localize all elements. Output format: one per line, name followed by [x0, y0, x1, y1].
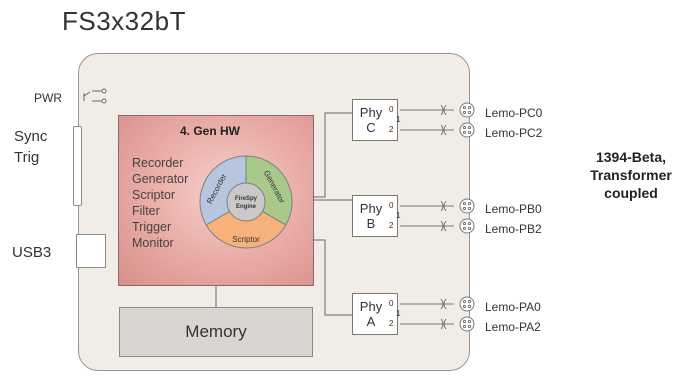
lemo-pin-pb2-2	[462, 226, 467, 231]
engine-center-label-2: Engine	[236, 204, 257, 210]
coupling-mark-right-pc2	[443, 124, 447, 136]
lemo-label-pc0: Lemo-PC0	[485, 106, 543, 120]
lemo-pin-pb0-2	[462, 206, 467, 211]
trig-label: Trig	[14, 149, 40, 166]
lemo-pin-pb0-1	[467, 201, 472, 206]
lemo-connector-icon-pa0	[459, 296, 475, 312]
lemo-label-pa0: Lemo-PA0	[485, 300, 541, 314]
lemo-pin-pc2-3	[467, 130, 472, 135]
lemo-pin-pc2-0	[462, 125, 467, 130]
lemo-pin-pb2-0	[462, 221, 467, 226]
lemo-connector-icon-pa2	[459, 316, 475, 332]
feature-trigger: Trigger	[132, 220, 172, 234]
engine-segment-scriptor	[205, 201, 287, 249]
lemo-pin-pc0-0	[462, 105, 467, 110]
lemo-pin-pa2-0	[462, 319, 467, 324]
coupling-mark-left-pb2	[440, 220, 444, 232]
feature-monitor: Monitor	[132, 236, 174, 250]
segment-label-scriptor: Scriptor	[232, 235, 260, 244]
engine-core	[226, 182, 266, 222]
phy-b-block	[352, 195, 398, 237]
lemo-pin-pa2-3	[467, 324, 472, 329]
lemo-connector-icon-pc2	[459, 122, 475, 138]
phy-c-letter: C	[366, 120, 376, 135]
phy-c-port-0: 0	[389, 105, 394, 114]
lemo-pin-pb2-3	[467, 226, 472, 231]
lemo-pin-pa0-3	[467, 304, 472, 309]
lemo-pin-pb2-1	[467, 221, 472, 226]
lemo-connector-icon-pb0	[459, 198, 475, 214]
coupling-mark-right-pb2	[443, 220, 447, 232]
memory-block: Memory	[119, 307, 313, 357]
lemo-pin-pc0-1	[467, 105, 472, 110]
phy-a-port-2: 2	[389, 319, 394, 328]
coupling-mark-left-pc2	[440, 124, 444, 136]
usb-connector	[76, 234, 106, 268]
lemo-pin-pa0-0	[462, 299, 467, 304]
lemo-pin-pc0-2	[462, 110, 467, 115]
phy-c-name: Phy	[359, 105, 383, 120]
sync-trig-connector	[73, 126, 82, 206]
lemo-label-pb2: Lemo-PB2	[485, 222, 542, 236]
lemo-pin-pb0-3	[467, 206, 472, 211]
lemo-pin-pa0-1	[467, 299, 472, 304]
coupling-line-3: coupled	[604, 185, 658, 201]
phy-c-port-1: 1	[396, 115, 401, 124]
lemo-connector-icon-pb2	[459, 218, 475, 234]
lemo-pin-pc0-3	[467, 110, 472, 115]
phy-a-port-1: 1	[396, 309, 401, 318]
hw-block-title: 4. Gen HW	[180, 124, 241, 138]
feature-recorder: Recorder	[132, 156, 184, 170]
phy-c-block	[352, 99, 398, 141]
phy-b-letter: B	[366, 216, 376, 231]
phy-a-port-0: 0	[389, 299, 394, 308]
diagram-title: FS3x32bT	[62, 6, 186, 36]
lemo-pin-pc2-2	[462, 130, 467, 135]
phy-b-name: Phy	[359, 201, 383, 216]
lemo-label-pc2: Lemo-PC2	[485, 126, 543, 140]
lemo-pin-pa2-2	[462, 324, 467, 329]
coupling-mark-left-pb0	[440, 200, 444, 212]
lemo-connectors-graphic	[400, 102, 475, 332]
phy-c-port-2: 2	[389, 125, 394, 134]
lemo-label-pb0: Lemo-PB0	[485, 202, 542, 216]
feature-generator: Generator	[132, 172, 189, 186]
lemo-pin-pc2-1	[467, 125, 472, 130]
lemo-label-pa2: Lemo-PA2	[485, 320, 541, 334]
phy-b-port-1: 1	[396, 211, 401, 220]
phy-a-letter: A	[366, 314, 376, 329]
lemo-connector-icon-pc0	[459, 102, 475, 118]
coupling-mark-left-pa0	[440, 298, 444, 310]
feature-filter: Filter	[132, 204, 160, 218]
lemo-pin-pb0-0	[462, 201, 467, 206]
power-label: PWR	[34, 91, 62, 105]
usb-label: USB3	[12, 244, 52, 261]
coupling-mark-right-pa0	[443, 298, 447, 310]
coupling-mark-right-pc0	[443, 104, 447, 116]
coupling-mark-right-pa2	[443, 318, 447, 330]
lemo-pin-pa2-1	[467, 319, 472, 324]
sync-label: Sync	[14, 128, 48, 145]
feature-scriptor: Scriptor	[132, 188, 176, 202]
engine-center-label-1: FireSpy	[235, 196, 258, 202]
coupling-line-1: 1394-Beta,	[595, 149, 667, 165]
phy-b-port-2: 2	[389, 221, 394, 230]
phy-a-name: Phy	[359, 299, 383, 314]
firespy-engine-diagram: Recorder Generator Scriptor FireSpy Engi…	[199, 155, 293, 249]
coupling-note: 1394-Beta, Transformer coupled	[578, 148, 684, 202]
coupling-line-2: Transformer	[590, 167, 672, 183]
coupling-mark-right-pb0	[443, 200, 447, 212]
phy-b-port-0: 0	[389, 201, 394, 210]
coupling-mark-left-pc0	[440, 104, 444, 116]
lemo-pin-pa0-2	[462, 304, 467, 309]
coupling-mark-left-pa2	[440, 318, 444, 330]
phy-a-block	[352, 293, 398, 335]
